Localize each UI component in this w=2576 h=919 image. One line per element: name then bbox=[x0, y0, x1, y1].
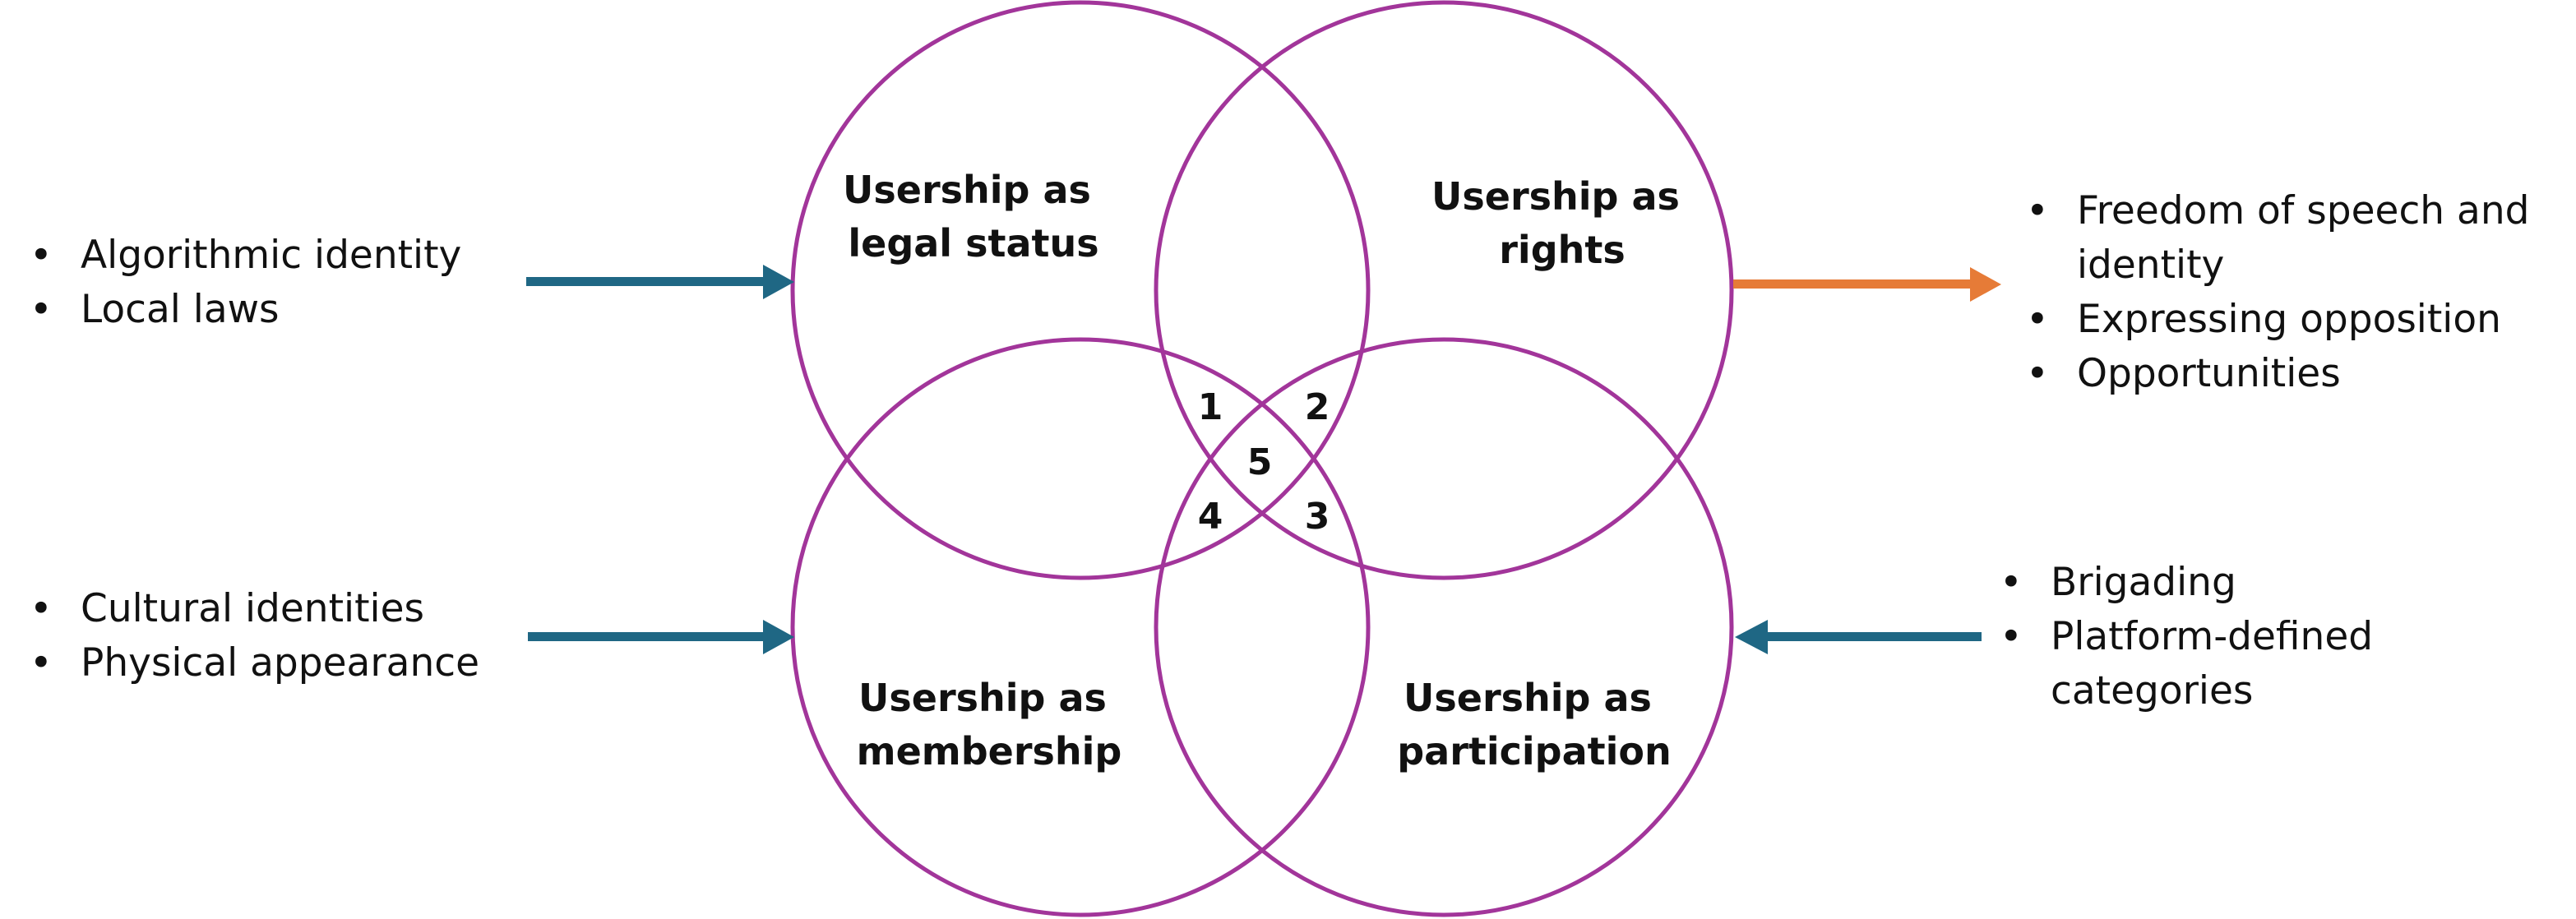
arrow-right-icon bbox=[763, 265, 794, 299]
arrow-bottom-right-shaft bbox=[1766, 632, 1982, 641]
arrow-top-right bbox=[1733, 267, 2001, 302]
list-item-line: Freedom of speech and bbox=[2077, 188, 2530, 233]
circle-membership bbox=[790, 337, 1371, 917]
label-participation-line1: Usership as bbox=[1404, 676, 1652, 720]
list-item-line: Platform-defined bbox=[2051, 614, 2374, 659]
arrow-bottom-right bbox=[1735, 620, 1982, 654]
list-item-line: identity bbox=[2077, 242, 2225, 288]
list-item-line: Expressing opposition bbox=[2077, 297, 2501, 342]
list-item: Brigading bbox=[2000, 556, 2373, 610]
region-3: 3 bbox=[1305, 496, 1330, 538]
list-bottom-left: Cultural identities Physical appearance bbox=[30, 582, 479, 690]
list-item: Expressing opposition bbox=[2026, 293, 2529, 347]
venn-circles bbox=[790, 0, 1734, 917]
list-item: Freedom of speech and identity bbox=[2026, 184, 2529, 293]
arrow-bottom-left-shaft bbox=[528, 632, 765, 641]
list-top-left: Algorithmic identity Local laws bbox=[30, 229, 461, 337]
arrow-top-right-shaft bbox=[1733, 279, 1973, 289]
arrow-left-icon bbox=[1735, 620, 1768, 654]
label-rights-line2: rights bbox=[1499, 228, 1626, 272]
label-membership: Usership as membership bbox=[857, 676, 1122, 774]
label-legal-status-line1: Usership as bbox=[843, 168, 1091, 212]
circle-legal-status bbox=[790, 0, 1371, 580]
list-item-line: categories bbox=[2051, 668, 2254, 713]
arrow-top-left-shaft bbox=[526, 277, 765, 286]
list-top-right: Freedom of speech and identity Expressin… bbox=[2026, 184, 2529, 401]
region-5: 5 bbox=[1247, 441, 1273, 483]
region-1: 1 bbox=[1198, 386, 1223, 428]
region-4: 4 bbox=[1198, 496, 1223, 538]
list-item: Algorithmic identity bbox=[30, 229, 461, 283]
label-membership-line1: Usership as bbox=[858, 676, 1107, 720]
label-participation-line2: participation bbox=[1397, 729, 1672, 774]
list-bottom-right: Brigading Platform-defined categories bbox=[2000, 556, 2373, 718]
label-rights: Usership as rights bbox=[1431, 174, 1693, 272]
list-item-line: Opportunities bbox=[2077, 351, 2341, 396]
region-2: 2 bbox=[1305, 386, 1330, 428]
label-membership-line2: membership bbox=[857, 729, 1122, 774]
arrow-bottom-left bbox=[528, 620, 794, 654]
list-item: Physical appearance bbox=[30, 636, 479, 690]
list-item: Cultural identities bbox=[30, 582, 479, 636]
list-item: Local laws bbox=[30, 283, 461, 337]
arrow-right-icon bbox=[763, 620, 794, 654]
arrow-top-left bbox=[526, 265, 794, 299]
circle-rights bbox=[1154, 0, 1734, 580]
label-rights-line1: Usership as bbox=[1431, 174, 1680, 219]
list-item: Opportunities bbox=[2026, 347, 2529, 401]
circle-participation bbox=[1154, 337, 1734, 917]
list-item-line: Brigading bbox=[2051, 560, 2236, 605]
label-legal-status: Usership as legal status bbox=[843, 168, 1104, 266]
list-item: Platform-defined categories bbox=[2000, 610, 2373, 718]
label-participation: Usership as participation bbox=[1397, 676, 1672, 774]
arrow-right-icon bbox=[1970, 267, 2001, 302]
label-legal-status-line2: legal status bbox=[848, 221, 1098, 266]
